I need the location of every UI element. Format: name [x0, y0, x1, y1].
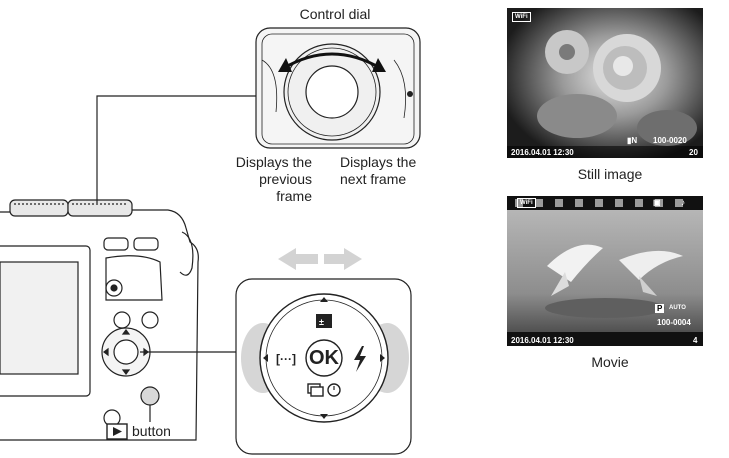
playback-button-label: button: [132, 423, 171, 439]
file-number: 100-0004: [657, 318, 691, 327]
exposure-compensation-icon: [316, 314, 332, 328]
movie-mode-icon: ▣: [653, 198, 661, 207]
arrow-pad-closeup: ± [···]: [235, 278, 412, 455]
rotate-arrow-icon: [283, 52, 381, 70]
playback-button[interactable]: [140, 386, 160, 406]
leader-lines: [96, 95, 256, 422]
svg-text:±: ±: [319, 317, 324, 327]
next-frame-label: Displays the next frame: [340, 154, 417, 187]
still-image-thumbnail: WiFi ▮N 100-0020 2016.04.01 12:30 20: [507, 8, 703, 158]
audio-icon: ♪: [681, 198, 685, 207]
frame-number: 4: [693, 336, 698, 345]
date-time: 2016.04.01 12:30: [511, 336, 574, 345]
camera-body: [0, 199, 199, 441]
drive-self-timer-icon: [307, 383, 341, 397]
left-right-arrows-icon: [278, 248, 362, 270]
movie-caption: Movie: [591, 354, 629, 370]
date-time: 2016.04.01 12:30: [511, 148, 574, 157]
exposure-mode: P: [655, 304, 665, 313]
ok-button[interactable]: OK: [309, 347, 339, 369]
quality-indicator: ▮N: [627, 136, 638, 145]
card-icon: ▮: [627, 136, 632, 145]
still-image-caption: Still image: [577, 166, 643, 182]
iso-indicator: AUTO: [669, 305, 686, 311]
control-dial-label: Control dial: [299, 6, 371, 22]
prev-frame-label: Displays the previous frame: [235, 154, 312, 204]
flash-icon: [354, 346, 366, 372]
movie-thumbnail: WiFi ▣ ♪ P AUTO 100-0004 2016.04.01 12:3…: [507, 196, 703, 346]
wifi-badge: WiFi: [512, 12, 531, 22]
wifi-badge: WiFi: [517, 198, 536, 208]
frame-number: 20: [689, 148, 698, 157]
file-number: 100-0020: [653, 136, 687, 145]
af-target-icon: [···]: [276, 352, 296, 366]
control-dial-closeup: [255, 27, 421, 149]
playback-icon: [106, 423, 128, 440]
